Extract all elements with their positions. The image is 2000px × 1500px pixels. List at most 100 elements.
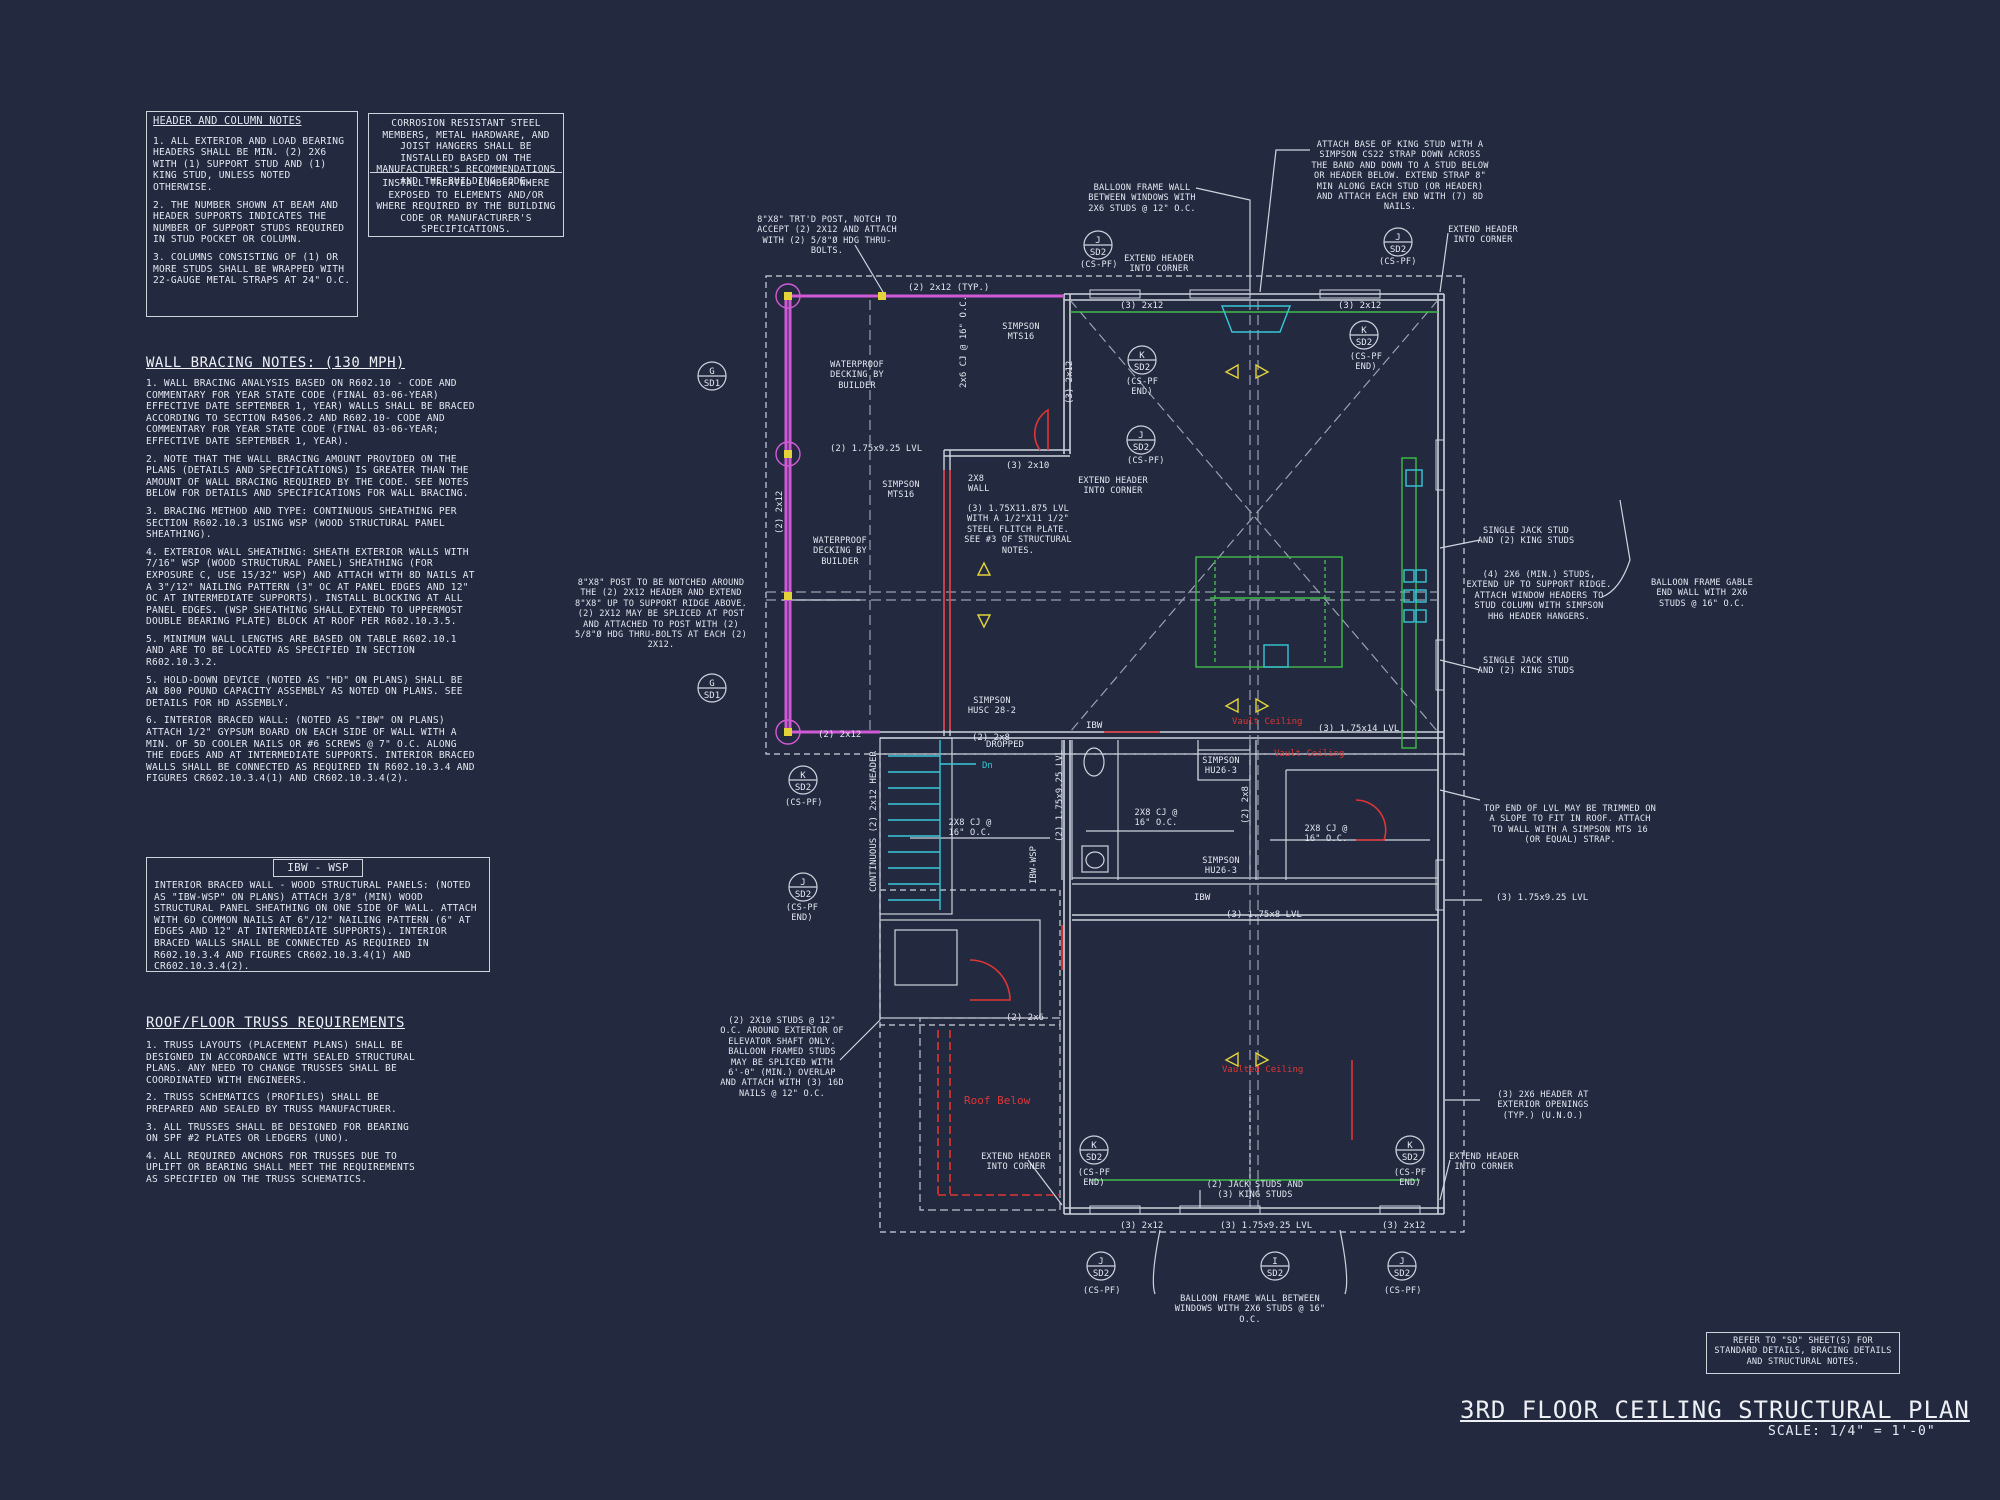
extend-corner-2: EXTEND HEADER INTO CORNER: [1448, 225, 1518, 246]
tag-k-1: K: [1139, 351, 1145, 361]
detail-tags: [697, 227, 1425, 1281]
label-3-2x10: (3) 2x10: [1006, 461, 1049, 471]
header-column-notes-box: [146, 111, 358, 317]
single-jack-1: SINGLE JACK STUD AND (2) KING STUDS: [1477, 526, 1575, 547]
bracing-note-1: 1. WALL BRACING ANALYSIS BASED ON R602.1…: [146, 378, 475, 447]
tag-g-2: G: [709, 679, 714, 689]
svg-text:SD2: SD2: [1394, 1269, 1410, 1279]
cj-2: 2x8 CJ @ 16" O.C.: [948, 818, 992, 839]
tag-i-1: I: [1272, 1257, 1277, 1267]
wall-bracing-notes: 1. WALL BRACING ANALYSIS BASED ON R602.1…: [146, 378, 476, 791]
cs-pf-end-5: (CS-PF END): [1393, 1168, 1427, 1189]
ibw-wsp-title: IBW - WSP: [287, 861, 349, 874]
tag-j-3: J: [1395, 233, 1400, 243]
svg-text:SD2: SD2: [1133, 443, 1149, 453]
label-lvl-1: (2) 1.75x9.25 LVL: [830, 444, 922, 454]
magenta-beams: [784, 294, 1064, 734]
refer-box: [1706, 1332, 1900, 1374]
tag-k-3: K: [800, 771, 806, 781]
ibw-wsp-title-box: [273, 859, 363, 877]
label-2-2x8: (2) 2x8: [972, 733, 1010, 743]
corrosion-divider: [370, 172, 562, 173]
bracing-note-6: 5. HOLD-DOWN DEVICE (NOTED AS "HD" ON PL…: [146, 674, 463, 709]
tag-j-6: J: [1399, 1257, 1404, 1267]
label-ibw-2: IBW: [1194, 893, 1211, 903]
label-3-2x12-c: (3) 2x12: [1120, 1221, 1163, 1231]
svg-text:SD1: SD1: [704, 379, 720, 389]
extend-corner-3: EXTEND HEADER INTO CORNER: [1078, 476, 1148, 497]
flitch-note: (3) 1.75x11.875 LVL WITH A 1/2"x11 1/2" …: [964, 504, 1072, 556]
svg-text:SD2: SD2: [1356, 338, 1372, 348]
truss-note-2: 2. TRUSS SCHEMATICS (PROFILES) SHALL BE …: [146, 1092, 397, 1115]
vertical-labels: (2) 2x12 CONTINUOUS (2) 2x12 HEADER IBW-…: [775, 296, 1251, 892]
label-vault-2: Vault Ceiling: [1274, 749, 1344, 759]
extend-corner-5: EXTEND HEADER INTO CORNER: [1449, 1152, 1519, 1173]
bracing-note-7: 6. INTERIOR BRACED WALL: (NOTED AS "IBW"…: [146, 715, 475, 785]
balloon-bottom-note: BALLOON FRAME WALL BETWEEN WINDOWS WITH …: [1174, 1294, 1326, 1325]
header-notes-title: HEADER AND COLUMN NOTES: [153, 115, 302, 127]
label-lvl-v: (2) 1.75x9.25 LVL: [1055, 750, 1065, 842]
ibw-wsp-body: INTERIOR BRACED WALL - WOOD STRUCTURAL P…: [154, 880, 477, 973]
tag-k-2: K: [1361, 326, 1367, 336]
header-column-notes: HEADER AND COLUMN NOTES 1. ALL EXTERIOR …: [153, 115, 353, 293]
ibw-wsp-box: [146, 857, 490, 972]
label-3-2x12-d: (3) 2x12: [1382, 1221, 1425, 1231]
cs-pf-end-4: (CS-PF END): [1077, 1168, 1111, 1189]
svg-text:SD2: SD2: [1267, 1269, 1283, 1279]
label-2x8-v: (2) 2x8: [1241, 786, 1251, 824]
cs-pf-1: (CS-PF): [1080, 260, 1118, 270]
hu26-1: SIMPSON HU26-3: [1202, 756, 1240, 777]
label-vaulted: Vaulted Ceiling: [1222, 1065, 1303, 1075]
label-lvl14: (3) 1.75x14 LVL: [1318, 724, 1399, 734]
svg-text:SD1: SD1: [704, 691, 720, 701]
extend-corner-1: EXTEND HEADER INTO CORNER: [1124, 254, 1194, 275]
wall-2x8: 2x8 WALL: [968, 474, 990, 495]
tag-j-2: J: [1138, 431, 1143, 441]
label-cj-16: 2x6 CJ @ 16" O.C.: [959, 296, 969, 388]
elevator-studs-note: (2) 2x10 STUDS @ 12" O.C. AROUND EXTERIO…: [720, 1016, 844, 1099]
balloon-top-note: BALLOON FRAME WALL BETWEEN WINDOWS WITH …: [1088, 183, 1196, 214]
truss-title: ROOF/FLOOR TRUSS REQUIREMENTS: [146, 1015, 405, 1031]
svg-text:SD2: SD2: [1093, 1269, 1109, 1279]
label-dn: Dn: [982, 761, 993, 771]
label-ibw-wsp: IBW-WSP: [1029, 845, 1039, 884]
header-note-2: 2. THE NUMBER SHOWN AT BEAM AND HEADER S…: [153, 199, 345, 246]
svg-text:SD2: SD2: [795, 783, 811, 793]
plan-scale: SCALE: 1/4" = 1'-0": [1768, 1424, 1936, 1439]
header-ext-note: (3) 2x6 HEADER AT EXTERIOR OPENINGS (TYP…: [1497, 1090, 1589, 1121]
treated-lumber-note: INSTALL TREATED LUMBER WHERE EXPOSED TO …: [376, 178, 556, 236]
cs-pf-5: (CS-PF): [1083, 1286, 1121, 1296]
extend-corner-4: EXTEND HEADER INTO CORNER: [981, 1152, 1051, 1173]
header-note-1: 1. ALL EXTERIOR AND LOAD BEARING HEADERS…: [153, 135, 345, 193]
corrosion-note: CORROSION RESISTANT STEEL MEMBERS, METAL…: [376, 118, 556, 187]
tag-k-5: K: [1407, 1141, 1413, 1151]
cs-pf-4: (CS-PF): [785, 798, 823, 808]
bracing-note-2: 2. NOTE THAT THE WALL BRACING AMOUNT PRO…: [146, 453, 469, 500]
svg-text:SD2: SD2: [1134, 363, 1150, 373]
svg-text:SD2: SD2: [1390, 245, 1406, 255]
label-roof-below: Roof Below: [964, 1094, 1031, 1107]
tag-g-1: G: [709, 367, 714, 377]
truss-notes: 1. TRUSS LAYOUTS (PLACEMENT PLANS) SHALL…: [146, 1040, 416, 1192]
cs-pf-2: (CS-PF): [1379, 257, 1417, 267]
svg-text:SD2: SD2: [1402, 1153, 1418, 1163]
bracing-note-3: 3. BRACING METHOD AND TYPE: CONTINUOUS S…: [146, 505, 457, 541]
tag-k-4: K: [1091, 1141, 1097, 1151]
header-note-3: 3. COLUMNS CONSISTING OF (1) OR MORE STU…: [153, 251, 351, 287]
top-end-note: TOP END OF LVL MAY BE TRIMMED ON A SLOPE…: [1484, 804, 1656, 846]
label-lvl-right: (3) 1.75x9.25 LVL: [1496, 893, 1588, 903]
label-lvl8: (3) 1.75x8 LVL: [1226, 910, 1302, 920]
balloon-gable-note: BALLOON FRAME GABLE END WALL WITH 2x6 ST…: [1650, 578, 1754, 609]
truss-note-4: 4. ALL REQUIRED ANCHORS FOR TRUSSES DUE …: [146, 1150, 415, 1185]
simpson-mts16-1: SIMPSON MTS16: [1002, 322, 1040, 343]
label-3-2x12-a: (3) 2x12: [1120, 301, 1163, 311]
post-notch-note: 8"x8" POST TO BE NOTCHED AROUND THE (2) …: [575, 578, 747, 651]
label-lvl-bottom: (3) 1.75x9.25 LVL: [1220, 1221, 1312, 1231]
wall-bracing-title: WALL BRACING NOTES: (130 MPH): [146, 355, 405, 371]
label-vault-3: Vault Ceiling: [1232, 717, 1302, 727]
label-3-2x12-v: (3) 2x12: [1065, 361, 1075, 404]
green-framing: [1070, 311, 1438, 1181]
